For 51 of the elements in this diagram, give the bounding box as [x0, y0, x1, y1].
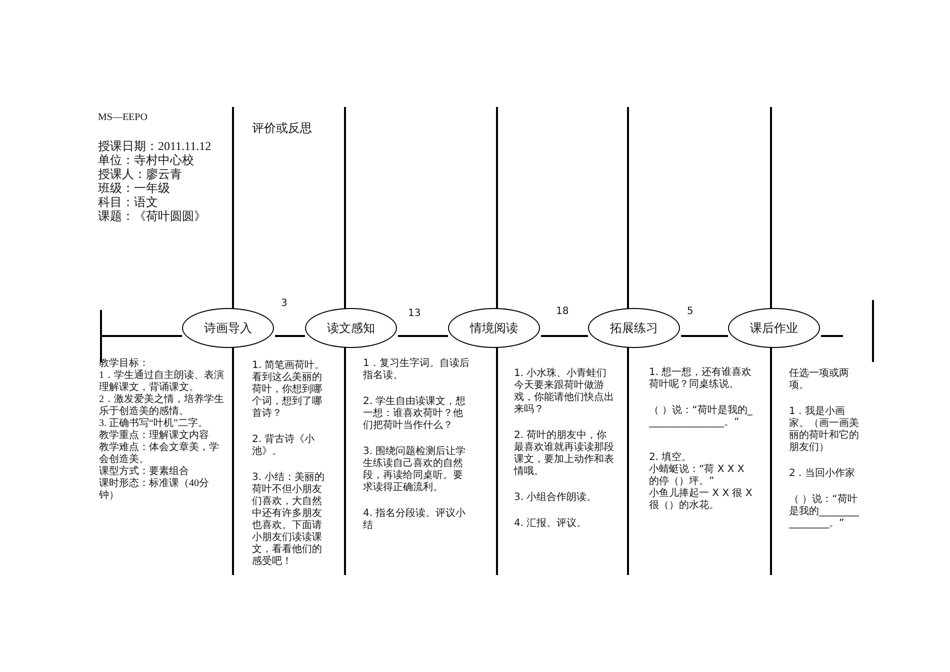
edge-label: 5	[687, 306, 694, 317]
activity-text: 3. 小结：美丽的荷叶不但小朋友们喜欢，大自然中还有许多朋友也喜欢。下面请小朋友们读读课文，看看他们的感受吧！	[252, 472, 326, 568]
lesson-goal-text: 教学目标：	[99, 358, 150, 370]
lesson-goal-text: 课型方式：要素组合	[99, 466, 190, 478]
header-text: MS—EEPO	[98, 112, 148, 124]
lesson-info: 单位：寺村中心校	[98, 153, 195, 167]
activity-text: 小鱼儿捧起一 X X 很 X 很（）的水花。	[649, 488, 754, 512]
activity-text: 1．复习生字词。自读后指名读。	[363, 358, 470, 382]
connector-line	[101, 335, 182, 337]
activity-text: 2. 背古诗《小池》。	[252, 434, 316, 458]
activity-text: 3. 小组合作朗读。	[514, 492, 598, 504]
lesson-goal-text: 1．学生通过自主朗读、表演理解课文，背诵课文。	[99, 370, 225, 394]
lesson-goal-text: 课时形态：标准课（40分钟）	[99, 478, 210, 502]
column-heading: 评价或反思	[252, 121, 313, 135]
lesson-goal-text: 教学重点：理解课文内容	[99, 430, 210, 442]
lesson-info: 班级：一年级	[98, 181, 171, 195]
stage-oval: 读文感知	[305, 308, 397, 348]
stage-oval: 拓展练习	[588, 308, 680, 348]
activity-text: 1. 想一想，还有谁喜欢荷叶呢？同桌练说。	[649, 367, 753, 391]
activity-text: 任选一项或两项。	[789, 368, 850, 392]
activity-text: （ ）说：“荷叶是我的________________。”	[789, 494, 859, 530]
connector-line	[681, 335, 728, 337]
lesson-info: 授课日期：2011.11.12	[98, 139, 212, 153]
connector-line	[821, 335, 843, 337]
lesson-goal-text: 2．激发爱美之情，培养学生乐于创造美的感情。	[99, 394, 225, 418]
activity-text: 4. 汇报。评议。	[514, 518, 588, 530]
edge-label: 3	[281, 298, 288, 309]
stage-oval: 情境阅读	[448, 308, 540, 348]
activity-text: 4. 指名分段读。评议小结	[363, 508, 467, 532]
connector-line	[275, 335, 305, 337]
lesson-info: 科目：语文	[98, 195, 159, 209]
edge-label: 13	[408, 308, 421, 319]
lesson-goal-text: 3. 正确书写“叶机”二字。	[99, 418, 209, 430]
connector-line	[541, 335, 588, 337]
lesson-info: 授课人：廖云青	[98, 167, 183, 181]
activity-text: 小蜻蜓说：“荷 X X X 的停（）坪。”	[649, 464, 746, 488]
lesson-goal-text: 教学难点：体会文章美，学会创造美。	[99, 442, 220, 466]
activity-text: 2. 填空。	[649, 452, 693, 464]
activity-text: 1. 小水珠、小青蛙们今天要来跟荷叶做游戏，你能请他们快点出来吗？	[514, 368, 614, 416]
activity-text: 1. 简笔画荷叶。看到这么美丽的荷叶，你想到哪个词，想到了哪首诗？	[252, 360, 326, 420]
activity-text: 3. 围绕问题检测后让学生练读自己喜欢的自然段，再读给同桌听。要求读得正确流利。	[363, 446, 467, 494]
activity-text: （ ）说：“荷叶是我的________________。”	[649, 405, 754, 429]
stage-oval: 课后作业	[728, 308, 820, 348]
lesson-info: 课题：《荷叶圆圆》	[98, 209, 207, 223]
stage-oval: 诗画导入	[182, 308, 274, 348]
activity-text: 1 . 我是小画家。（画一画美丽的荷叶和它的朋友们）	[789, 406, 859, 454]
activity-text: 2. 荷叶的朋友中，你最喜欢谁就再读读那段课文，要加上动作和表情哦。	[514, 430, 614, 478]
connector-line	[398, 335, 448, 337]
edge-label: 18	[556, 306, 569, 317]
activity-text: 2. 学生自由读课文，想一想：谁喜欢荷叶？他们把荷叶当作什么？	[363, 396, 467, 432]
activity-text: 2 . 当回小作家	[789, 468, 856, 480]
